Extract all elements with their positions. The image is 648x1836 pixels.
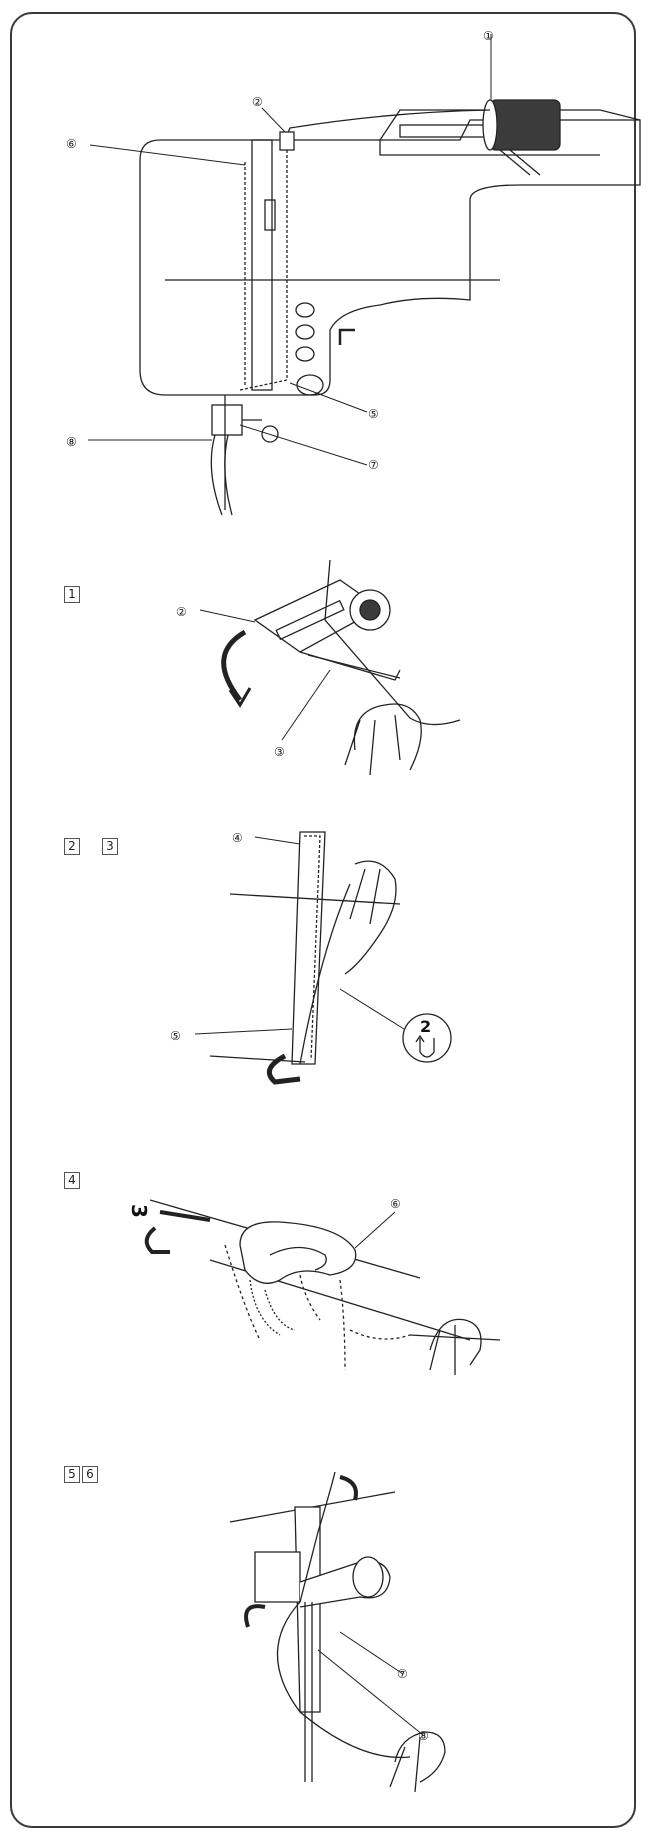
needle-clamp <box>255 1552 300 1602</box>
leader-2 <box>262 108 285 132</box>
dashed-thread-2 <box>350 1330 410 1339</box>
guide-rail-inner <box>308 655 400 678</box>
dashed-thread-4 <box>300 1275 320 1320</box>
callout-7: ⑦ <box>397 1667 408 1681</box>
lever-knob-center <box>360 600 380 620</box>
callout-1: ① <box>483 29 494 43</box>
machine-button-3 <box>296 347 314 361</box>
step-1-panel: 1 ② ③ <box>0 560 648 800</box>
machine-button-1 <box>296 303 314 317</box>
side-arrow-icon <box>246 1606 265 1627</box>
callout-5: ⑤ <box>170 1029 181 1043</box>
hand-drawing <box>345 704 421 775</box>
leader-7 <box>340 1632 403 1674</box>
spool-pin-fingers <box>500 150 540 175</box>
spool-cap <box>483 100 497 150</box>
leader-6 <box>355 1212 395 1248</box>
callout-8: ⑧ <box>418 1729 429 1743</box>
needle-clamp <box>212 405 242 435</box>
leader-2 <box>200 610 255 622</box>
callout-2: ② <box>252 95 263 109</box>
thread-guide <box>280 132 294 150</box>
callout-7: ⑦ <box>368 458 379 472</box>
top-arrow-icon <box>340 1477 356 1500</box>
callout-6: ⑥ <box>66 137 77 151</box>
hand-drawing <box>430 1319 481 1375</box>
leader-7 <box>240 425 367 465</box>
thread-channel <box>292 832 325 1064</box>
dashed-thread-3 <box>340 1280 345 1370</box>
callout-2: ② <box>176 605 187 619</box>
callout-4: ④ <box>232 831 243 845</box>
callout-8: ⑧ <box>66 435 77 449</box>
thread-guide-hook <box>240 1222 356 1283</box>
callout-3: ③ <box>274 745 285 759</box>
screw-knob <box>353 1557 383 1597</box>
callout-6: ⑥ <box>390 1197 401 1211</box>
thread-channel <box>252 140 272 390</box>
leader-8 <box>318 1650 423 1735</box>
machine-button-4 <box>297 375 323 395</box>
channel-window <box>265 200 275 230</box>
inset-leader <box>340 989 404 1029</box>
hook-arrow-icon <box>147 1228 170 1252</box>
overview-diagram: ① ② ⑥ ⑤ ⑦ ⑧ <box>0 0 648 530</box>
thread-line-channel <box>240 140 287 390</box>
hand-drawing <box>345 861 396 974</box>
presser-foot <box>211 435 232 515</box>
thread-spool <box>490 100 560 150</box>
thread-lower <box>210 1056 305 1062</box>
curved-arrow-icon <box>224 632 245 700</box>
leader-6 <box>90 145 245 165</box>
inset-number: 2 <box>420 1017 431 1036</box>
hook-arrow-shaft <box>160 1212 210 1220</box>
machine-button-2 <box>296 325 314 339</box>
step-4-panel: 4 3 ⑥ <box>0 1160 648 1420</box>
finger-outline <box>250 1280 295 1335</box>
side-number: 3 <box>127 1204 151 1218</box>
step-2-3-panel: 2 3 2 ④ ⑤ <box>0 824 648 1124</box>
leader-4 <box>255 837 300 844</box>
leader-5 <box>195 1029 292 1034</box>
arrow-icon <box>340 330 355 345</box>
callout-5: ⑤ <box>368 407 379 421</box>
leader-3 <box>282 670 330 740</box>
step-5-6-panel: 5 6 ⑦ ⑧ <box>0 1452 648 1822</box>
